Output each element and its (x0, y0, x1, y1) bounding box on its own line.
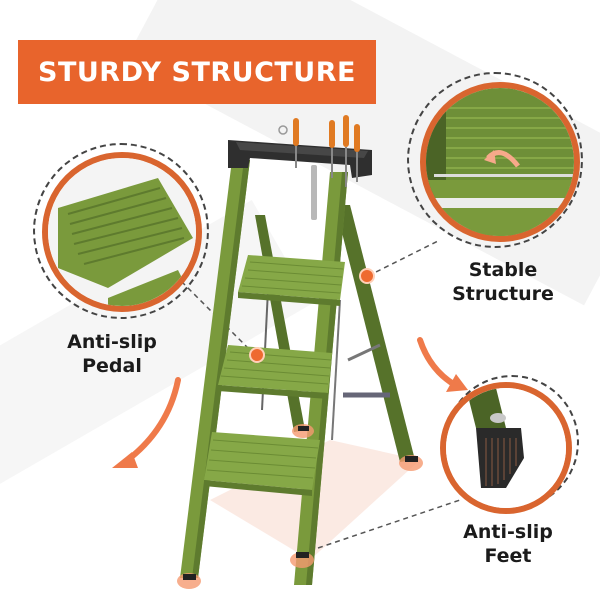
banner-title: STURDY STRUCTURE (38, 56, 356, 88)
anti-slip-feet-detail-circle (440, 382, 572, 514)
foot-detail-image (446, 388, 566, 508)
anti-slip-feet-label: Anti-slip Feet (463, 521, 553, 567)
stable-structure-label: Stable Structure (452, 259, 554, 305)
pedal-detail-image (48, 158, 196, 306)
hinge-detail-image (426, 88, 574, 236)
anti-slip-pedal-label: Anti-slip Pedal (67, 331, 157, 377)
stable-structure-detail-circle (420, 82, 580, 242)
anti-slip-pedal-dashed-ring (33, 143, 209, 319)
anti-slip-pedal-detail-circle (42, 152, 202, 312)
stable-structure-dashed-ring (407, 72, 583, 248)
title-banner: STURDY STRUCTURE (18, 40, 376, 104)
